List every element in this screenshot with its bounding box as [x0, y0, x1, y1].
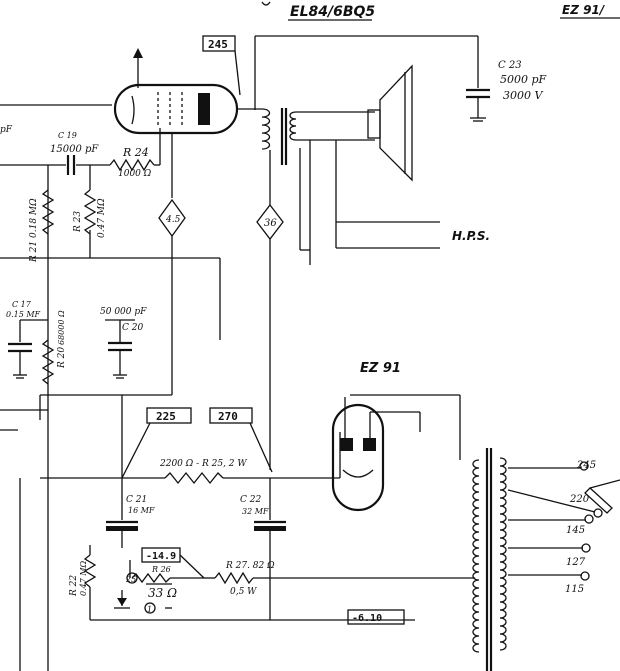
voltage-marker-screen: 4.5: [158, 198, 186, 238]
svg-text:0.15 MF: 0.15 MF: [6, 310, 41, 319]
svg-text:0.47 MΩ: 0.47 MΩ: [79, 560, 88, 596]
power-transformer: [472, 448, 507, 671]
svg-text:C 22: C 22: [240, 495, 261, 505]
output-tube-el84: [113, 48, 262, 198]
svg-text:5000 pF: 5000 pF: [500, 73, 547, 86]
capacitor-c17: C 17 0.15 MF: [6, 300, 48, 379]
svg-text:R 21: R 21: [29, 241, 39, 263]
resistor-r24: R 24 1000 Ω: [109, 128, 161, 179]
svg-text:-14.9: -14.9: [146, 551, 176, 562]
filter-voltage-box-left: 225: [121, 407, 192, 479]
svg-text:R 22: R 22: [69, 575, 79, 597]
svg-text:EL84/6BQ5: EL84/6BQ5: [290, 4, 375, 20]
svg-text:2200 Ω - R 25, 2 W: 2200 Ω - R 25, 2 W: [159, 459, 247, 469]
svg-text:H.P.S.: H.P.S.: [452, 229, 490, 243]
svg-text:36: 36: [264, 218, 277, 229]
loudspeaker-icon: [367, 64, 413, 182]
resistor-r27: R 27. 82 Ω 0,5 W: [205, 561, 475, 597]
capacitor-c23: C 23 5000 pF 3000 V: [466, 60, 547, 122]
svg-text:C 17: C 17: [12, 300, 32, 309]
svg-text:R 26: R 26: [151, 565, 171, 574]
svg-text:127: 127: [566, 557, 586, 568]
svg-text:15000 pF: 15000 pF: [50, 144, 99, 155]
svg-text:3000 V: 3000 V: [503, 89, 543, 102]
output-transformer: [261, 108, 375, 265]
resistor-r25: 2200 Ω - R 25, 2 W: [159, 459, 340, 485]
svg-text:220: 220: [569, 494, 590, 505]
svg-text:33 Ω: 33 Ω: [148, 586, 177, 600]
svg-text:25: 25: [125, 575, 136, 584]
svg-text:245: 245: [208, 38, 228, 51]
svg-text:68000 Ω: 68000 Ω: [57, 310, 66, 345]
rectifier-header-title: EZ 91/: [560, 3, 620, 19]
svg-text:0.18 MΩ: 0.18 MΩ: [29, 198, 39, 238]
svg-text:R 23: R 23: [73, 211, 83, 233]
resistor-r21: R 21 0.18 MΩ: [29, 189, 55, 263]
svg-text:245: 245: [576, 460, 596, 471]
rectifier-tube-ez91: EZ 91: [331, 361, 461, 512]
svg-text:270: 270: [218, 410, 238, 423]
resistor-r23: R 23 0.47 MΩ: [73, 189, 107, 258]
mains-tap-selector: 245 220 145 127 115: [507, 460, 620, 595]
svg-text:C 19: C 19: [58, 131, 77, 140]
hps-output: H.P.S.: [335, 140, 490, 249]
svg-text:115: 115: [565, 584, 584, 595]
svg-text:16 MF: 16 MF: [128, 506, 155, 515]
filter-voltage-box-right: 270: [209, 407, 273, 473]
svg-text:C 23: C 23: [498, 60, 522, 71]
svg-text:-6.10: -6.10: [352, 613, 382, 624]
capacitor-c21: C 21 16 MF: [106, 478, 155, 548]
svg-text:EZ 91/: EZ 91/: [562, 3, 606, 17]
svg-text:32 MF: 32 MF: [242, 507, 269, 516]
capacitor-c20: 50 000 pF C 20: [100, 307, 147, 379]
output-tube-title: EL84/6BQ5: [261, 1, 375, 21]
svg-text:pF: pF: [0, 125, 13, 135]
resistor-r22: R 22 0.47 MΩ: [69, 545, 97, 620]
svg-text:145: 145: [566, 525, 585, 536]
svg-text:4.5: 4.5: [165, 215, 181, 225]
svg-text:R 20: R 20: [57, 347, 67, 369]
capacitor-c22: C 22 32 MF: [240, 478, 286, 620]
resistor-r20: R 20 68000 Ω: [41, 310, 67, 385]
anode-voltage-box: 245: [202, 35, 241, 96]
svg-text:C 21: C 21: [126, 495, 147, 505]
svg-text:0,5 W: 0,5 W: [230, 587, 257, 597]
ground-voltage-box: -6.10: [347, 609, 405, 625]
svg-text:R 24: R 24: [122, 146, 149, 159]
svg-text:50 000 pF: 50 000 pF: [100, 307, 147, 317]
svg-text:0.47 MΩ: 0.47 MΩ: [97, 198, 107, 238]
svg-text:1000 Ω: 1000 Ω: [118, 169, 152, 179]
svg-text:R 27. 82 Ω: R 27. 82 Ω: [225, 561, 275, 571]
svg-text:EZ 91: EZ 91: [360, 361, 401, 376]
resistor-r26: R 26 33 Ω: [129, 560, 205, 600]
voltage-marker-plate: 36: [256, 203, 284, 241]
capacitor-c19: C 19 15000 pF: [0, 131, 110, 175]
svg-text:1: 1: [147, 605, 152, 614]
svg-text:225: 225: [156, 410, 176, 423]
svg-text:C 20: C 20: [122, 323, 143, 333]
bias-voltage-box: -14.9: [141, 547, 205, 579]
